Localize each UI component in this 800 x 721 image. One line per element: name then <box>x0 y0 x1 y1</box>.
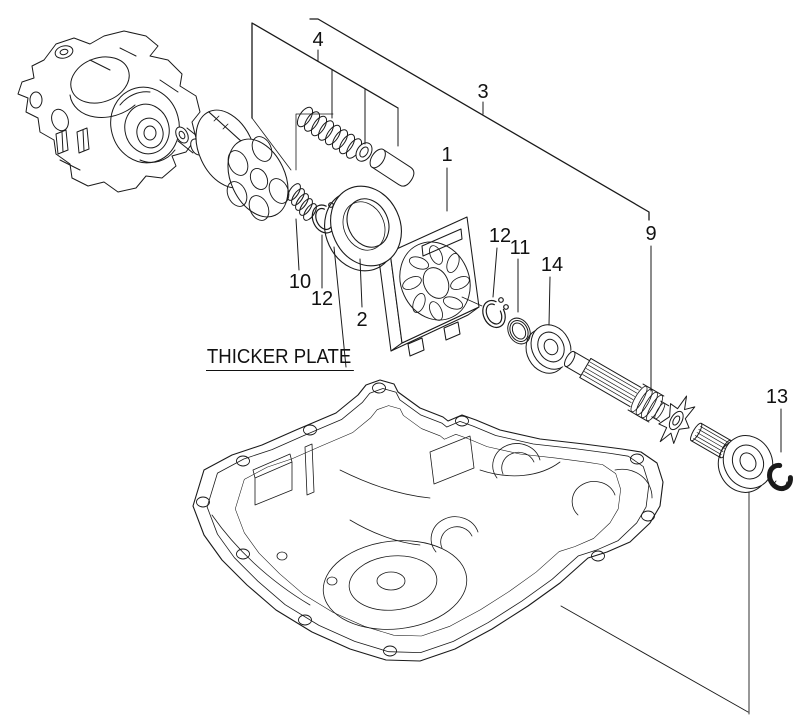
callout-12-left: 12 <box>310 288 334 310</box>
reference-leader-lines <box>560 491 750 715</box>
cylinder-block <box>195 109 290 221</box>
callout-leader-lines <box>251 18 782 453</box>
callout-10: 10 <box>288 271 312 293</box>
pan-bolt-holes <box>196 382 655 657</box>
oil-pump-assembly <box>17 30 201 193</box>
pan-interior-detail <box>211 435 653 630</box>
plate-ports <box>402 245 470 321</box>
callout-2: 2 <box>356 309 368 331</box>
callout-3: 3 <box>477 81 489 103</box>
oil-pan <box>192 379 664 662</box>
callout-1: 1 <box>441 144 453 166</box>
ball-bearing-front <box>525 324 572 374</box>
rotor-spring <box>287 183 317 221</box>
thicker-plate-ring <box>324 185 402 272</box>
callout-9: 9 <box>645 223 657 245</box>
pump-plate <box>378 216 483 357</box>
e-clip <box>767 462 793 492</box>
drive-gear <box>652 391 703 451</box>
thicker-plate-annotation: THICKER PLATE <box>206 347 355 371</box>
piston-spring <box>296 106 363 159</box>
callout-14: 14 <box>540 254 564 276</box>
spring-seat-washer <box>355 142 373 162</box>
callout-11: 11 <box>509 237 531 259</box>
snap-ring-right <box>482 297 509 329</box>
seal-washer <box>507 317 531 345</box>
callout-13: 13 <box>765 386 789 408</box>
ball-bearing-rear <box>717 435 774 493</box>
callout-4: 4 <box>312 29 324 51</box>
cylinder-block-bores <box>226 136 290 221</box>
piston <box>369 148 415 187</box>
callout-12-upper: 12 <box>488 225 512 247</box>
